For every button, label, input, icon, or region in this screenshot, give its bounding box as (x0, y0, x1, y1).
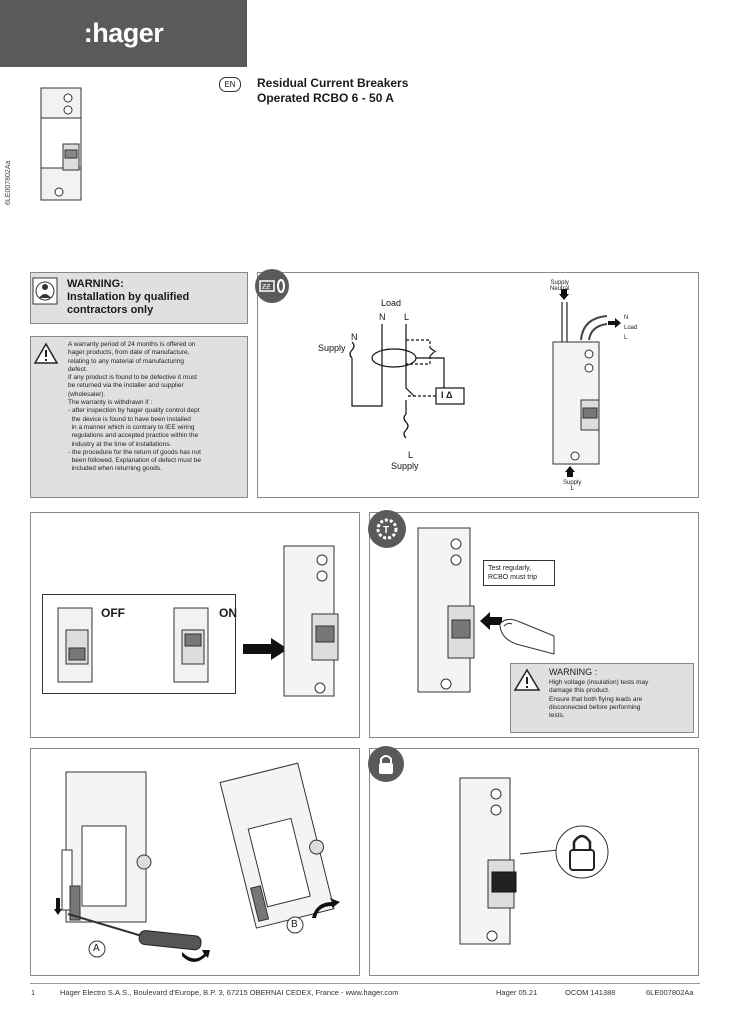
brand-header-bar (0, 0, 247, 67)
hv-line: damage this product. (549, 687, 610, 695)
lock-panel (369, 748, 699, 976)
wiring-schematic (349, 324, 465, 439)
off-on-frame (42, 594, 236, 694)
warning-heading-2: Installation by qualified (67, 291, 190, 303)
warning-triangle-icon-2 (513, 668, 541, 691)
step-a-marker (88, 940, 106, 958)
warranty-line: (wholesaler). (68, 390, 106, 398)
warranty-line: included when returning goods. (68, 465, 162, 473)
warranty-line: A warranty period of 24 months is offere… (68, 341, 196, 348)
right-load-label: Load (624, 325, 638, 331)
warranty-line: If any product is found to be defective … (68, 374, 197, 382)
warning-heading-1: WARNING: (67, 278, 124, 290)
rotate-arrow-icon-b (312, 898, 340, 918)
live-label: L (404, 312, 410, 322)
wiring-badge-icon: ƵƵ (255, 269, 289, 303)
pointer-arrow-icon (243, 638, 288, 660)
footer-divider (30, 983, 700, 984)
installation-warning-box (30, 272, 248, 324)
switch-panel (30, 512, 360, 738)
callout-line2: RCBO must trip (488, 574, 538, 581)
supply-label-left: Supply (318, 343, 346, 353)
warranty-text: A warranty period of 24 months is offere… (68, 341, 244, 474)
supply-neutral-label: Supply Neutral (550, 280, 570, 292)
step-a-label: A (93, 943, 100, 954)
warranty-line: - the procedure for the return of goods … (68, 448, 201, 456)
high-voltage-warning-text: High voltage (insulation) tests may dama… (549, 679, 689, 720)
warranty-line: been followed. Explanation of defect mus… (68, 457, 201, 465)
finger-illustration (499, 618, 555, 655)
supply-arrow-down-icon (559, 289, 569, 300)
footer-page-number: 1 (31, 988, 36, 997)
right-n-label: N (624, 315, 629, 321)
breaker-unclip-illustration-a (61, 771, 152, 923)
warranty-line: defect. (68, 365, 88, 373)
footer-code: 6LE007802Aa (646, 988, 694, 997)
lock-badge-icon (368, 746, 404, 782)
breaker-off-illustration (57, 607, 93, 683)
svg-text:ƵƵ: ƵƵ (262, 284, 271, 291)
breaker-on-illustration (173, 607, 209, 683)
warranty-line: regulations and accepted practice within… (68, 432, 199, 440)
svg-text:T: T (383, 525, 389, 536)
hv-line: Ensure that both flying leads are (549, 695, 643, 703)
breaker-test-illustration (417, 527, 475, 693)
breaker-unclip-illustration-b (219, 762, 335, 929)
footer-address: Hager Electro S.A.S., Boulevard d'Europe… (60, 988, 399, 997)
hv-line: disconnected before performing (549, 703, 641, 711)
test-panel (369, 512, 699, 738)
down-arrow-icon (54, 898, 62, 915)
high-voltage-warning-title: WARNING : (549, 667, 598, 677)
electrician-icon (32, 277, 58, 305)
supply-label-bottom: Supply (391, 461, 419, 471)
footer-date: Hager 05.21 (496, 988, 538, 997)
language-badge: EN (219, 77, 241, 92)
test-callout: Test regularly, RCBO must trip (483, 560, 555, 586)
callout-line1: Test regularly, (488, 565, 532, 572)
rotate-arrow-icon-a (182, 950, 210, 962)
high-voltage-warning-box (510, 663, 694, 733)
neutral-label-left: N (351, 332, 358, 342)
warranty-line: - after inspection by hager quality cont… (68, 407, 200, 415)
warranty-line: in a manner which is contrary to IEE wir… (68, 423, 195, 431)
warranty-line: hager products, from date of manufacture… (68, 349, 190, 357)
screwdriver-illustration (67, 913, 202, 951)
step-b-marker (286, 916, 304, 934)
wired-rcbo-illustration (552, 302, 608, 465)
breaker-locked-illustration (459, 777, 517, 945)
rcbo-product-illustration (40, 87, 82, 201)
hv-line: High voltage (insulation) tests may (549, 679, 649, 686)
doc-title-line1: Residual Current Breakers (257, 76, 409, 90)
warranty-line: The warranty is withdrawn if : (68, 399, 153, 407)
warranty-box (30, 336, 248, 498)
supply-arrow-up-icon (565, 466, 575, 477)
warranty-line: the device is found to have been install… (68, 415, 191, 423)
load-label: Load (381, 298, 402, 308)
warranty-line: relating to any material of manufacturin… (68, 357, 184, 365)
warranty-line: be returned via the installer and suppli… (68, 382, 184, 390)
removal-panel (30, 748, 360, 976)
supply-l-label: Supply L (563, 480, 582, 492)
side-document-code: 6LE007802Aa (5, 160, 12, 205)
off-label: OFF (101, 606, 125, 620)
idelta-label: I Δ (441, 390, 453, 400)
warranty-line: industry at the time of installations. (68, 440, 172, 448)
wiring-panel (257, 272, 699, 498)
doc-title-line2: Operated RCBO 6 - 50 A (257, 91, 394, 105)
press-arrow-icon (480, 612, 502, 630)
padlock-callout-icon (519, 825, 609, 879)
load-arrow-right-icon (608, 318, 621, 328)
neutral-label: N (379, 312, 386, 322)
live-label-bottom: L (408, 450, 414, 460)
breaker-large-illustration (283, 545, 339, 697)
hv-line: tests. (549, 712, 565, 720)
on-label: ON (219, 606, 237, 620)
warning-heading-3: contractors only (67, 304, 154, 316)
right-l-label: L (624, 335, 628, 341)
footer-ocom: OCOM 141388 (565, 988, 616, 997)
brand-logo: :hager (83, 18, 164, 48)
test-gear-badge-icon: T (368, 510, 406, 548)
warning-triangle-icon (33, 342, 59, 364)
step-b-label: B (291, 919, 298, 930)
